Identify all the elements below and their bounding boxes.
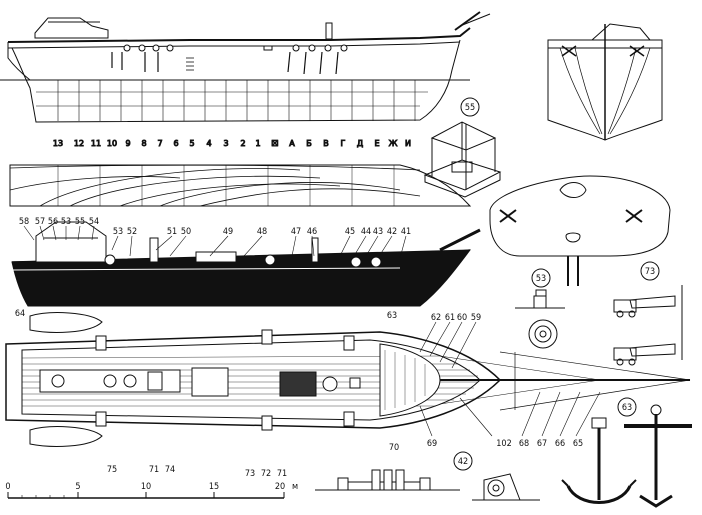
callout-59: 59 bbox=[471, 313, 481, 323]
scale-tick-10: 10 bbox=[141, 482, 151, 492]
station-2: 2 bbox=[240, 139, 245, 148]
station-d: Д bbox=[357, 139, 363, 148]
station-labels: 13 12 11 10 9 8 7 6 5 4 3 2 1 ☒ А Б В Г … bbox=[52, 139, 411, 149]
station-12: 12 bbox=[74, 139, 84, 148]
station-11: 11 bbox=[91, 139, 101, 148]
callout-42: 42 bbox=[387, 227, 397, 237]
callout-74: 74 bbox=[165, 465, 175, 475]
station-10: 10 bbox=[107, 139, 117, 148]
callout-54: 54 bbox=[89, 217, 99, 227]
callout-51: 51 bbox=[167, 227, 177, 237]
callout-63: 63 bbox=[387, 311, 397, 321]
scale-tick-15: 15 bbox=[209, 482, 219, 492]
scale-bar bbox=[7, 492, 285, 499]
skylight-detail bbox=[423, 121, 502, 198]
station-6: 6 bbox=[173, 139, 178, 148]
station-4: 4 bbox=[206, 139, 211, 148]
callout-67: 67 bbox=[537, 439, 547, 449]
station-7: 7 bbox=[157, 139, 162, 148]
callout-labels-side: 58 57 56 53 55 54 53 52 51 50 49 48 47 4… bbox=[15, 217, 411, 319]
callout-45: 45 bbox=[345, 227, 355, 237]
station-i: И bbox=[405, 139, 411, 148]
leader-lines bbox=[23, 225, 601, 437]
stock-anchor-detail bbox=[624, 404, 692, 508]
deck-plan-view bbox=[5, 312, 691, 447]
callout-71a: 71 bbox=[149, 465, 159, 475]
station-midship: ☒ bbox=[271, 139, 278, 148]
callout-49: 49 bbox=[223, 227, 233, 237]
callout-56: 56 bbox=[48, 217, 58, 227]
scale-tick-20: 20 bbox=[275, 482, 285, 492]
callout-62: 62 bbox=[431, 313, 441, 323]
callout-41: 41 bbox=[401, 227, 411, 237]
callout-48: 48 bbox=[257, 227, 267, 237]
station-g: Г bbox=[341, 139, 346, 148]
callout-65: 65 bbox=[573, 439, 583, 449]
stern-ornament-detail bbox=[489, 175, 671, 286]
callout-71b: 71 bbox=[277, 469, 287, 479]
station-zh: Ж bbox=[389, 139, 398, 148]
station-a: А bbox=[289, 139, 295, 148]
bollard-detail bbox=[515, 289, 565, 309]
station-8: 8 bbox=[141, 139, 146, 148]
scale-unit: м bbox=[292, 482, 298, 492]
callout-53b: 53 bbox=[113, 227, 123, 237]
callout-70: 70 bbox=[389, 443, 399, 453]
callout-46: 46 bbox=[307, 227, 317, 237]
callout-43: 43 bbox=[373, 227, 383, 237]
capstan-top-detail bbox=[528, 319, 558, 349]
callout-labels-deck-right: 63 62 61 60 59 69 70 102 68 67 66 65 bbox=[387, 311, 583, 453]
scale-tick-0: 0 bbox=[5, 482, 10, 492]
station-e: Е bbox=[374, 139, 379, 148]
detail-label-63: 63 bbox=[622, 403, 632, 413]
callout-72: 72 bbox=[261, 469, 271, 479]
callout-labels-deck-bottom: 75 71 74 73 72 71 bbox=[107, 465, 287, 479]
detail-label-55: 55 bbox=[465, 103, 475, 113]
circled-detail-labels: 55 53 73 42 63 bbox=[458, 103, 655, 467]
windlass-detail bbox=[315, 469, 540, 501]
cannon-detail bbox=[613, 285, 683, 366]
callout-50: 50 bbox=[181, 227, 191, 237]
scale-tick-5: 5 bbox=[75, 482, 80, 492]
callout-69: 69 bbox=[427, 439, 437, 449]
callout-60: 60 bbox=[457, 313, 467, 323]
callout-75: 75 bbox=[107, 465, 117, 475]
half-breadth-plan bbox=[9, 164, 472, 207]
callout-57: 57 bbox=[35, 217, 45, 227]
station-b: Б bbox=[306, 139, 312, 148]
callout-73: 73 bbox=[245, 469, 255, 479]
callout-68: 68 bbox=[519, 439, 529, 449]
station-9: 9 bbox=[125, 139, 130, 148]
station-13: 13 bbox=[53, 139, 63, 148]
stockless-anchor-detail bbox=[561, 417, 637, 504]
station-1: 1 bbox=[255, 139, 260, 148]
callout-55: 55 bbox=[75, 217, 85, 227]
scale-labels: 0 5 10 15 20 м bbox=[5, 482, 298, 492]
callout-102: 102 bbox=[496, 439, 511, 449]
detail-label-42: 42 bbox=[458, 457, 468, 467]
callout-64: 64 bbox=[15, 309, 25, 319]
body-plan-view bbox=[547, 23, 663, 141]
inboard-profile-view bbox=[11, 221, 481, 307]
station-5: 5 bbox=[189, 139, 194, 148]
callout-66: 66 bbox=[555, 439, 565, 449]
side-profile-view bbox=[0, 11, 491, 123]
station-v: В bbox=[323, 139, 329, 148]
callout-52: 52 bbox=[127, 227, 137, 237]
detail-label-53: 53 bbox=[536, 274, 546, 284]
station-3: 3 bbox=[223, 139, 228, 148]
callout-53a: 53 bbox=[61, 217, 71, 227]
detail-label-73: 73 bbox=[645, 267, 655, 277]
callout-47: 47 bbox=[291, 227, 301, 237]
callout-61: 61 bbox=[445, 313, 455, 323]
detail-markers bbox=[453, 97, 660, 471]
callout-58: 58 bbox=[19, 217, 29, 227]
callout-44: 44 bbox=[361, 227, 371, 237]
